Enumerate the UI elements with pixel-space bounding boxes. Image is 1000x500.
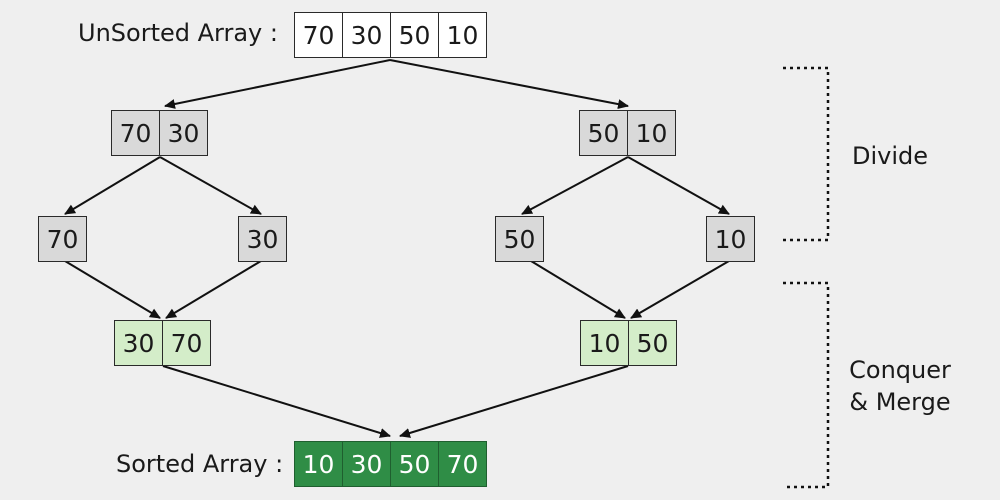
array-cell: 30	[238, 216, 287, 262]
leaf-array-3: 50	[495, 216, 544, 262]
arrow-right-to-leaf4	[627, 156, 730, 215]
unsorted-array-label: UnSorted Array :	[78, 19, 278, 47]
conquer-bracket	[783, 281, 830, 489]
array-cell: 30	[342, 12, 391, 58]
arrow-leaf2-to-merge-left	[165, 260, 262, 319]
arrow-root-to-right	[389, 59, 629, 110]
array-cell: 10	[438, 12, 487, 58]
array-cell: 50	[495, 216, 544, 262]
array-cell: 30	[342, 441, 391, 487]
array-cell: 10	[294, 441, 343, 487]
conquer-label-line1: Conquer	[849, 356, 951, 384]
arrow-merge-left-to-sorted	[162, 365, 391, 438]
conquer-merge-phase-label: Conquer & Merge	[830, 354, 970, 418]
arrow-leaf3-to-merge-right	[530, 260, 626, 319]
leaf-array-2: 30	[238, 216, 287, 262]
array-cell: 70	[162, 320, 211, 366]
arrow-right-to-leaf3	[521, 156, 629, 215]
array-cell: 30	[114, 320, 163, 366]
array-cell: 70	[438, 441, 487, 487]
array-cell: 70	[111, 110, 160, 156]
array-cell: 10	[580, 320, 629, 366]
arrow-root-to-left	[164, 59, 391, 109]
array-cell: 30	[159, 110, 208, 156]
array-cell: 50	[579, 110, 628, 156]
arrow-leaf1-to-merge-left	[64, 260, 161, 319]
divide-phase-label: Divide	[851, 142, 929, 170]
arrow-left-to-leaf2	[159, 156, 262, 215]
array-cell: 50	[390, 12, 439, 58]
leaf-array-1: 70	[38, 216, 87, 262]
array-cell: 10	[706, 216, 755, 262]
array-cell: 70	[38, 216, 87, 262]
array-cell: 10	[627, 110, 676, 156]
array-cell: 50	[390, 441, 439, 487]
leaf-array-4: 10	[706, 216, 755, 262]
array-cell: 50	[628, 320, 677, 366]
arrow-left-to-leaf1	[64, 156, 161, 215]
array-cell: 70	[294, 12, 343, 58]
sorted-array-label: Sorted Array :	[116, 450, 284, 478]
arrow-merge-right-to-sorted	[399, 365, 629, 438]
arrow-leaf4-to-merge-right	[630, 260, 730, 319]
conquer-label-line2: & Merge	[849, 388, 951, 416]
divide-bracket	[783, 66, 830, 242]
